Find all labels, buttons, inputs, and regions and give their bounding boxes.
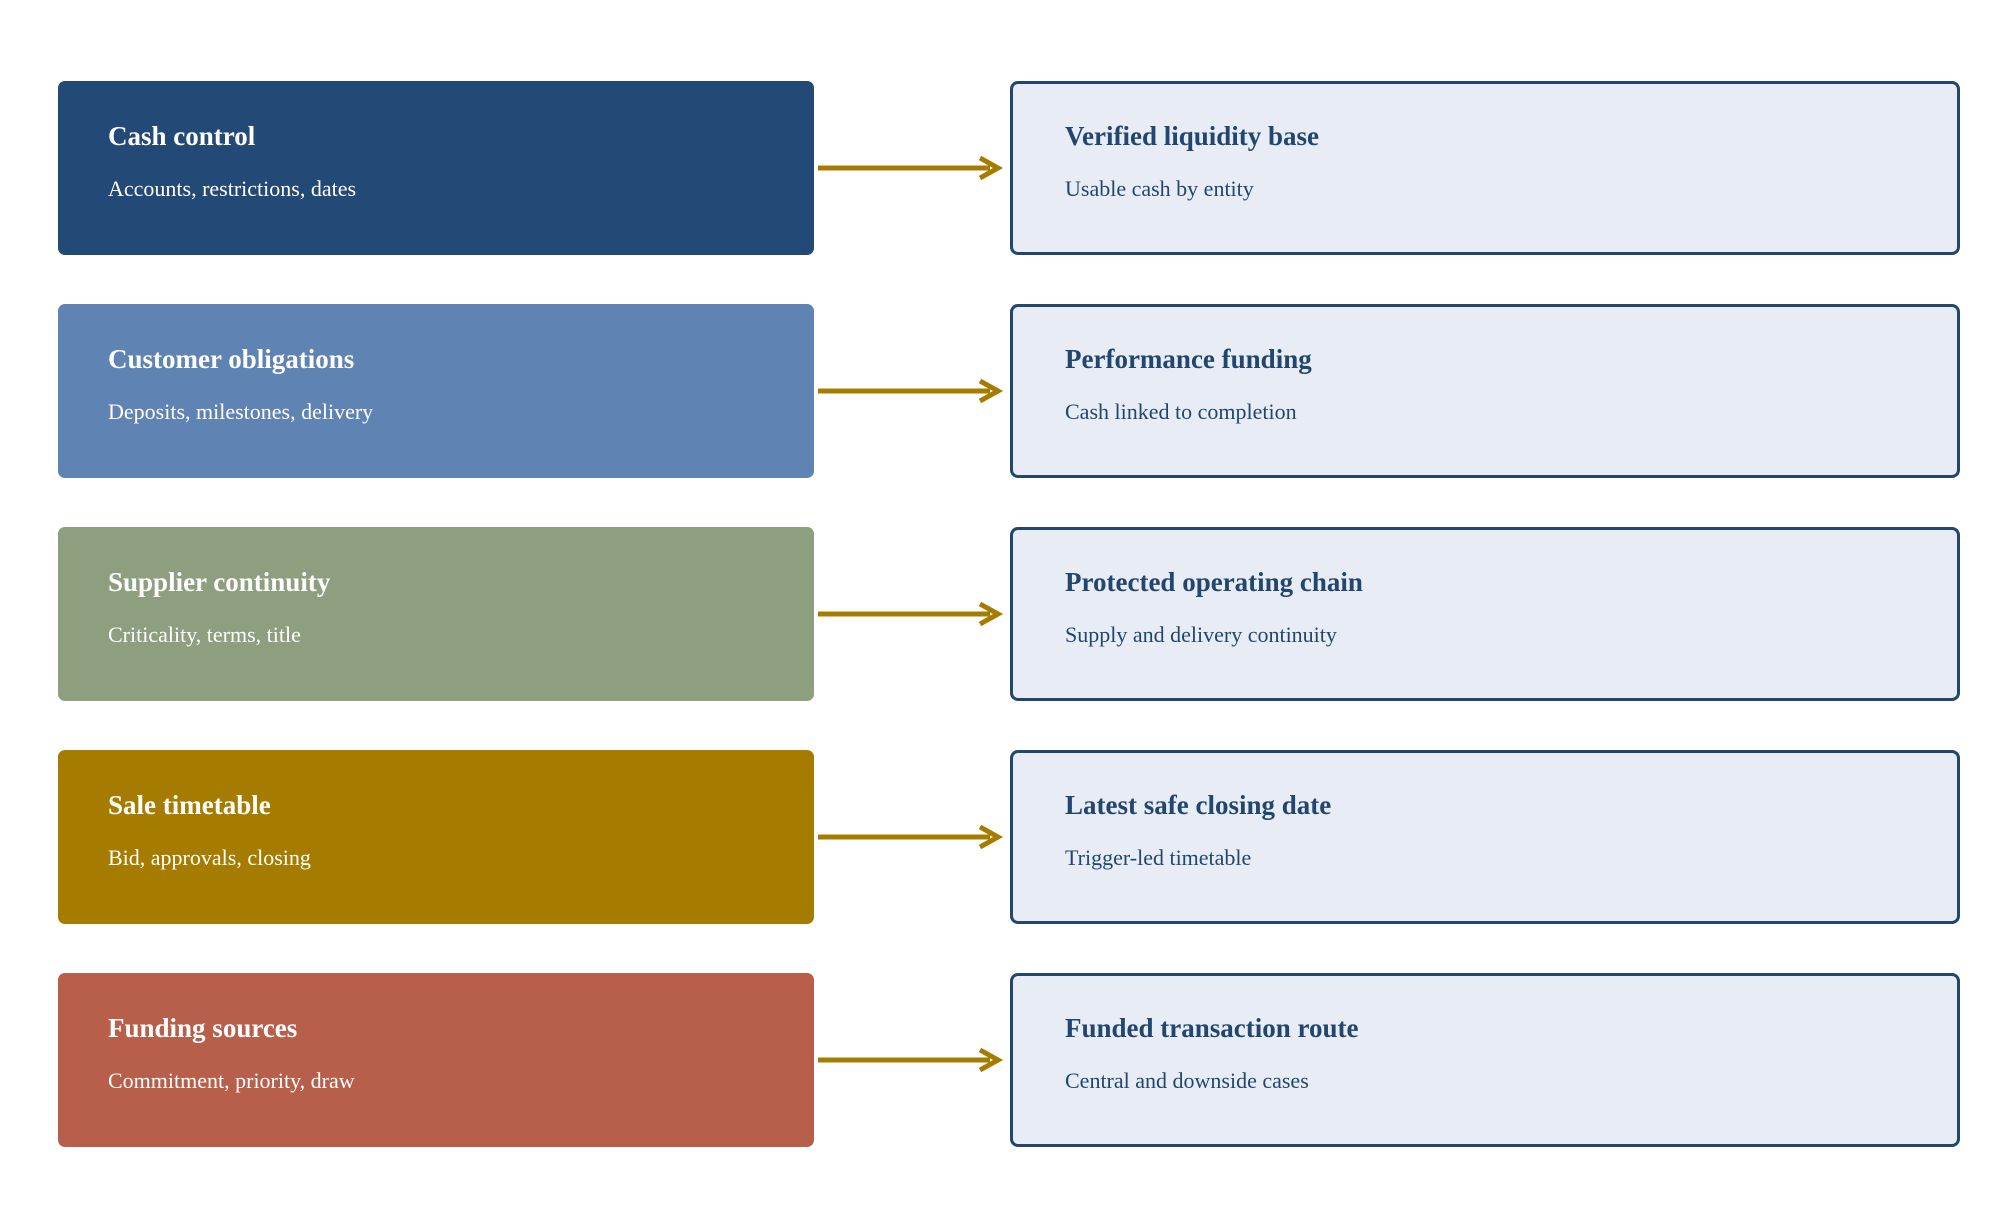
arrow-head [978, 1048, 1004, 1072]
target-title: Verified liquidity base [1065, 121, 1320, 151]
flow-row-funding-sources: Funding sources Commitment, priority, dr… [0, 973, 2008, 1147]
target-box-funded-transaction-route: Funded transaction route Central and dow… [1010, 973, 1960, 1147]
flow-row-customer-obligations: Customer obligations Deposits, milestone… [0, 304, 2008, 478]
source-box-supplier-continuity: Supplier continuity Criticality, terms, … [58, 527, 814, 701]
source-subtitle: Deposits, milestones, delivery [108, 399, 374, 424]
target-title: Latest safe closing date [1065, 790, 1332, 820]
flow-arrow [818, 1048, 1004, 1072]
flow-row-supplier-continuity: Supplier continuity Criticality, terms, … [0, 527, 2008, 701]
flow-row-cash-control: Cash control Accounts, restrictions, dat… [0, 81, 2008, 255]
target-title: Funded transaction route [1065, 1013, 1359, 1043]
source-subtitle: Commitment, priority, draw [108, 1068, 355, 1093]
flow-arrow [818, 156, 1004, 180]
flow-arrow [818, 825, 1004, 849]
source-box-cash-control: Cash control Accounts, restrictions, dat… [58, 81, 814, 255]
flow-row-sale-timetable: Sale timetable Bid, approvals, closing L… [0, 750, 2008, 924]
arrow-head [978, 602, 1004, 626]
source-title: Customer obligations [108, 344, 355, 374]
source-box-sale-timetable: Sale timetable Bid, approvals, closing [58, 750, 814, 924]
target-box-verified-liquidity-base: Verified liquidity base Usable cash by e… [1010, 81, 1960, 255]
source-box-funding-sources: Funding sources Commitment, priority, dr… [58, 973, 814, 1147]
target-box-protected-operating-chain: Protected operating chain Supply and del… [1010, 527, 1960, 701]
flow-arrow [818, 602, 1004, 626]
arrow-head [978, 156, 1004, 180]
target-subtitle: Central and downside cases [1065, 1068, 1309, 1093]
target-subtitle: Trigger-led timetable [1065, 845, 1252, 870]
source-title: Sale timetable [108, 790, 271, 820]
arrow-head [978, 379, 1004, 403]
arrow-head [978, 825, 1004, 849]
target-box-performance-funding: Performance funding Cash linked to compl… [1010, 304, 1960, 478]
target-box-latest-safe-closing-date: Latest safe closing date Trigger-led tim… [1010, 750, 1960, 924]
target-title: Performance funding [1065, 344, 1312, 374]
source-subtitle: Bid, approvals, closing [108, 845, 311, 870]
source-title: Supplier continuity [108, 567, 331, 597]
target-subtitle: Supply and delivery continuity [1065, 622, 1337, 647]
source-subtitle: Accounts, restrictions, dates [108, 176, 357, 201]
source-title: Cash control [108, 121, 256, 151]
target-title: Protected operating chain [1065, 567, 1363, 597]
target-subtitle: Usable cash by entity [1065, 176, 1254, 201]
flow-arrow [818, 379, 1004, 403]
source-title: Funding sources [108, 1013, 298, 1043]
source-box-customer-obligations: Customer obligations Deposits, milestone… [58, 304, 814, 478]
target-subtitle: Cash linked to completion [1065, 399, 1297, 424]
source-subtitle: Criticality, terms, title [108, 622, 301, 647]
